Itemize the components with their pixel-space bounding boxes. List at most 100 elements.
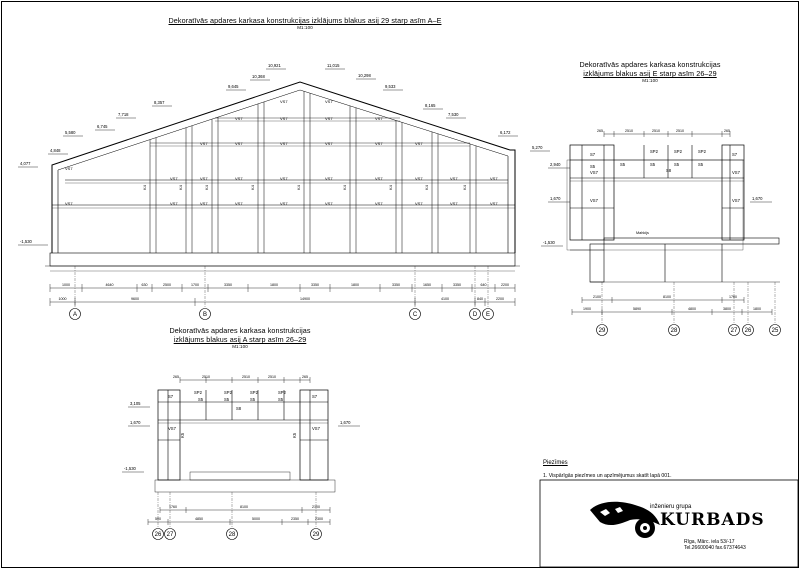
bottom-s5-label: S5	[198, 397, 204, 402]
main-vs7-label: VS7	[235, 176, 243, 181]
bottom-s5-label: S5	[224, 397, 230, 402]
main-dim-row2: 9600	[131, 297, 139, 301]
main-vs7-label: VS7	[375, 141, 383, 146]
axis-bubble	[152, 528, 164, 540]
main-vs7-label: VS7	[325, 99, 333, 104]
right-dim-row1: 2100	[593, 295, 601, 299]
main-dim-row1: 3350	[224, 283, 232, 287]
main-vs7-label: VS7	[235, 201, 243, 206]
main-vs7-label: VS7	[450, 201, 458, 206]
main-dim-row1: 640	[481, 283, 487, 287]
main-height-label: 6,745	[97, 124, 108, 129]
right-s5-label: S5	[590, 164, 596, 169]
main-height-label: 5,270	[532, 145, 543, 150]
main-vs7-label: VS7	[415, 176, 423, 181]
main-k4-label: K4	[204, 184, 209, 190]
bottom-s7-label: S7	[168, 394, 174, 399]
right-dim-row2: 1900	[583, 307, 591, 311]
main-vs7-label: VS7	[415, 201, 423, 206]
right-top-dim: 2510	[652, 129, 660, 133]
bottom-s8-label: S8	[236, 406, 242, 411]
main-dim-row1: 3350	[392, 283, 400, 287]
main-height-label: 10,921	[268, 63, 281, 68]
main-left-level: -1,530	[20, 239, 33, 244]
main-vs7-label: VS7	[490, 201, 498, 206]
bottom-title: Dekoratīvās apdares karkasa konstrukcija…	[169, 326, 311, 349]
axis-label: 28	[671, 328, 678, 334]
right-level-label: 2,940	[550, 162, 561, 167]
kurbads-logo-icon	[590, 501, 660, 538]
right-top-dim: 2510	[625, 129, 633, 133]
bottom-sp2-label: SP2	[194, 390, 203, 395]
bottom-dim-row2: 2300	[315, 517, 323, 521]
right-vs7-label: VS7	[732, 170, 741, 175]
bottom-sp2-label: SP2	[250, 390, 259, 395]
main-dim-row1: 3350	[311, 283, 319, 287]
right-vs7-label: VS7	[590, 170, 599, 175]
main-elevation: VS7VS7VS7VS7VS7VS7VS7VS7VS7VS7VS7VS7VS7V…	[45, 81, 520, 272]
main-vs7-label: VS7	[325, 141, 333, 146]
axis-bubble	[728, 324, 740, 336]
axis-label: E	[486, 312, 490, 318]
right-s5-label: S5	[620, 162, 626, 167]
main-title: Dekoratīvās apdares karkasa konstrukcija…	[168, 16, 442, 30]
main-k4-label: K4	[142, 184, 147, 190]
main-vs7-label: VS7	[65, 166, 73, 171]
axis-bubble	[69, 308, 81, 320]
axis-label: 27	[731, 328, 738, 334]
main-dim-row1: 1650	[423, 283, 431, 287]
bottom-level-label: -1,530	[124, 466, 137, 471]
main-vs7-label: VS7	[280, 176, 288, 181]
main-k4-label: K4	[342, 184, 347, 190]
right-elevation	[566, 144, 780, 283]
bottom-dim-row2: 4850	[195, 517, 203, 521]
right-s7-label: S7	[590, 152, 596, 157]
right-s8-label: S8	[666, 168, 672, 173]
axis-bubble	[482, 308, 494, 320]
right-top-dim: 265	[724, 129, 730, 133]
main-dim-row2: 4100	[441, 297, 449, 301]
bottom-level-label: 1,670	[130, 420, 141, 425]
main-height-label: 5,580	[65, 130, 76, 135]
main-dim-row1: 1000	[62, 283, 70, 287]
bottom-top-dim: 265	[173, 375, 179, 379]
right-dim-row2: 5890	[633, 307, 641, 311]
bottom-dim-row2: 5000	[252, 517, 260, 521]
axis-bubble	[199, 308, 211, 320]
title-block	[539, 479, 799, 568]
axis-bubble	[769, 324, 781, 336]
axis-label: 29	[599, 328, 606, 334]
axis-label: B	[203, 312, 207, 318]
right-vs7-label: VS7	[732, 198, 741, 203]
main-k4-label: K4	[388, 184, 393, 190]
main-dim-row2: 2200	[496, 297, 504, 301]
main-height-label: 8,357	[154, 100, 165, 105]
bottom-k5-label: K5	[292, 432, 297, 438]
bottom-s5-label: S5	[278, 397, 284, 402]
right-top-dim: 2510	[676, 129, 684, 133]
axis-label: 29	[313, 532, 320, 538]
axis-label: 26	[745, 328, 752, 334]
right-dim-row2: 4800	[688, 307, 696, 311]
axis-bubble	[469, 308, 481, 320]
axis-bubble	[164, 528, 176, 540]
company-phone: Tel.26600040 fax.67374643	[684, 545, 746, 551]
company-name: KURBADS	[660, 510, 765, 530]
right-s5-label: S5	[698, 162, 704, 167]
axis-bubble	[310, 528, 322, 540]
axis-label: C	[413, 312, 418, 318]
right-level-label: 1,670	[752, 196, 763, 201]
main-roof	[51, 81, 516, 253]
main-height-label: 9,645	[228, 84, 239, 89]
bottom-level-label: 1,670	[340, 420, 351, 425]
axis-bubble	[409, 308, 421, 320]
main-dim-row1: 630	[142, 283, 148, 287]
main-height-label: 4,848	[50, 148, 61, 153]
axis-bubble	[226, 528, 238, 540]
bottom-dim-row1: 1760	[169, 505, 177, 509]
axis-bubble	[742, 324, 754, 336]
main-vs7-label: VS7	[280, 116, 288, 121]
main-vs7-label: VS7	[170, 201, 178, 206]
